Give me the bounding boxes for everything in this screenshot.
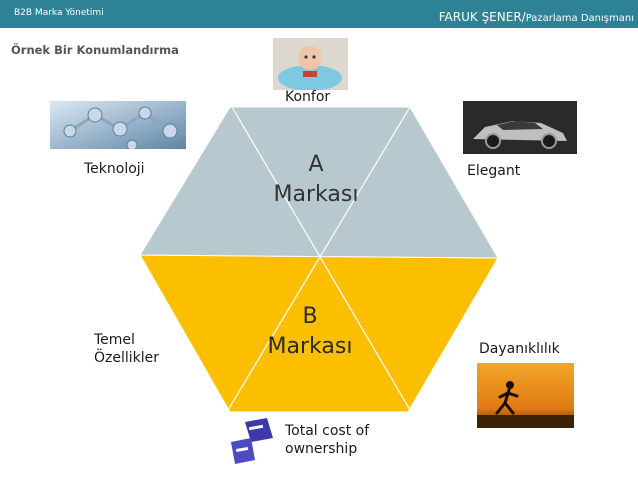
brand-a-line1: A — [308, 152, 324, 177]
molecule-icon — [50, 101, 186, 149]
author-name: FARUK ŞENER/ — [438, 10, 526, 24]
baby-in-tub-icon — [273, 38, 348, 90]
label-temel-ozellikler: Temel Özellikler — [94, 331, 159, 367]
label-konfor: Konfor — [285, 89, 331, 105]
tco-image — [227, 416, 276, 468]
dice-icon — [227, 416, 276, 468]
axis-elegant-to-temel — [227, 106, 411, 411]
brand-a-region — [139, 106, 499, 259]
presentation-title: B2B Marka Yönetimi — [14, 8, 104, 18]
car-icon — [463, 101, 577, 154]
label-teknoloji: Teknoloji — [84, 161, 145, 177]
author-role: Pazarlama Danışmanı — [525, 13, 634, 24]
label-dayaniklilik: Dayanıklılık — [479, 341, 560, 357]
label-tco-line1: Total cost of — [285, 423, 370, 439]
slide-subtitle: Örnek Bir Konumlandırma — [11, 43, 179, 57]
konfor-image — [273, 38, 348, 90]
header-bar: B2B Marka Yönetimi FARUK ŞENER/Pazarlama… — [0, 0, 638, 28]
teknoloji-image — [50, 101, 186, 149]
label-tco-line2: ownership — [285, 441, 358, 457]
elegant-image — [463, 101, 577, 154]
author-credit: FARUK ŞENER/Pazarlama Danışmanı — [439, 6, 634, 25]
brand-a-label: A Markası — [246, 150, 386, 210]
brand-b-line1: B — [302, 304, 318, 329]
axis-konfor-to-tco — [231, 106, 411, 411]
runner-sunset-icon — [477, 363, 574, 428]
label-temel-line2: Özellikler — [94, 350, 160, 366]
brand-a-line2: Markası — [273, 182, 359, 207]
brand-b-label: B Markası — [240, 302, 380, 362]
label-total-cost-of-ownership: Total cost of ownership — [285, 422, 369, 458]
label-elegant: Elegant — [467, 163, 521, 179]
brand-b-line2: Markası — [267, 334, 353, 359]
dayaniklilik-image — [477, 363, 574, 428]
label-temel-line1: Temel — [94, 332, 135, 348]
